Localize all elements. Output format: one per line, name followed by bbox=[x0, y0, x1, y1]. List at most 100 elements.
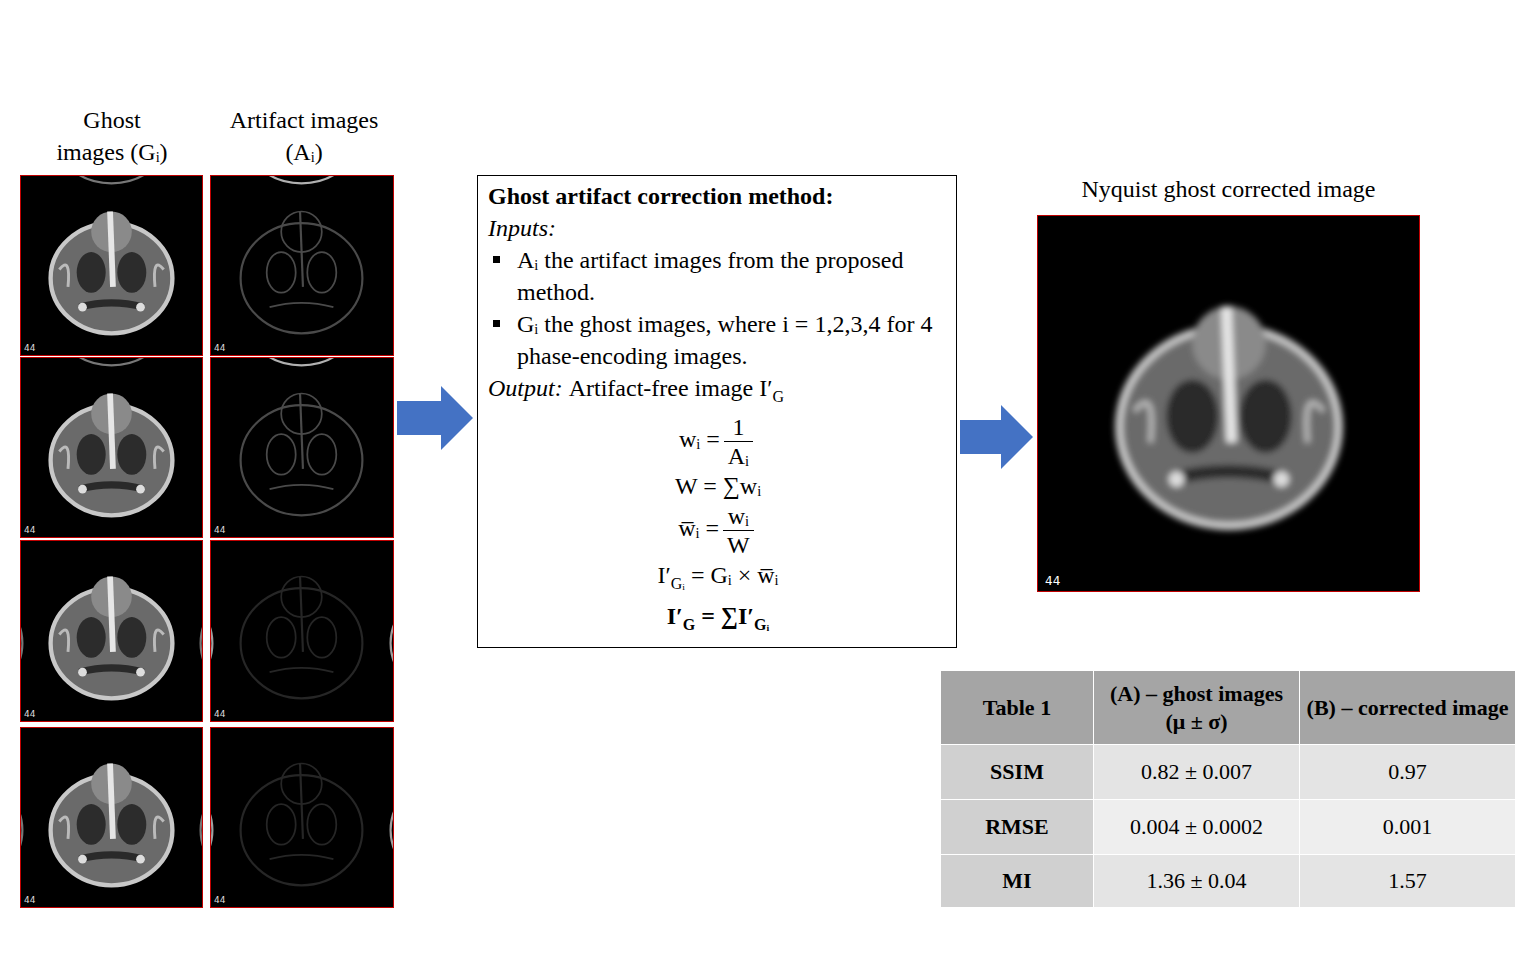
metric-value: 0.004 ± 0.0002 bbox=[1130, 813, 1263, 841]
slice-number: 44 bbox=[24, 343, 35, 353]
artifact-edge bbox=[241, 764, 363, 886]
brain-slice bbox=[51, 394, 173, 516]
brain-slice bbox=[1119, 306, 1339, 526]
formula-line: I′G= ∑I′Gᵢ bbox=[488, 600, 948, 641]
denominator: Aᵢ bbox=[724, 442, 753, 470]
image-title: Nyquist ghost corrected image bbox=[978, 174, 1479, 204]
artifact-image bbox=[210, 175, 394, 356]
artifact-edge bbox=[241, 577, 363, 699]
image-tile: 44 bbox=[210, 175, 394, 356]
method-text: = ∑I′ bbox=[701, 603, 754, 629]
fraction: wᵢW bbox=[723, 502, 754, 559]
artifact-edge bbox=[241, 394, 363, 516]
ghost-image bbox=[20, 540, 203, 722]
slice-number: 44 bbox=[1045, 574, 1060, 588]
artifact-edge bbox=[241, 212, 363, 334]
metric-value: 1.36 ± 0.04 bbox=[1146, 867, 1246, 895]
brain-slice bbox=[51, 764, 173, 886]
image-ground bbox=[210, 357, 394, 538]
text-line: Inputs: bbox=[488, 212, 948, 244]
table-cell: 1.36 ± 0.04 bbox=[1094, 855, 1300, 908]
table-cell: 0.82 ± 0.007 bbox=[1094, 745, 1300, 800]
corrected-image bbox=[1037, 215, 1420, 592]
image-tile: 44 bbox=[20, 540, 203, 722]
slice-number: 44 bbox=[214, 709, 225, 719]
ghost-image bbox=[20, 175, 203, 356]
artifact-image bbox=[210, 540, 394, 722]
method-text: I′ bbox=[667, 603, 683, 629]
metric-name: SSIM bbox=[990, 758, 1044, 786]
table-cell: SSIM bbox=[941, 745, 1094, 800]
bullet-item: Aᵢ the artifact images from the proposed… bbox=[488, 244, 948, 308]
method-text: I′ bbox=[657, 562, 670, 588]
image-tile: 44 bbox=[210, 357, 394, 538]
denominator: W bbox=[723, 531, 754, 559]
text-line: Ghost artifact correction method: bbox=[488, 180, 948, 212]
method-title: Ghost artifact correction method: bbox=[488, 183, 833, 209]
method-text: Aᵢ the artifact images from the proposed… bbox=[517, 247, 903, 305]
table-cell: 1.57 bbox=[1300, 855, 1516, 908]
brain-slice bbox=[51, 577, 173, 699]
image-tile: 44 bbox=[20, 357, 203, 538]
numerator: 1 bbox=[724, 413, 753, 442]
ghost-image bbox=[20, 727, 203, 908]
table-cell: MI bbox=[941, 855, 1094, 908]
metric-value: 0.82 ± 0.007 bbox=[1141, 758, 1252, 786]
formula-line: W = ∑wᵢ bbox=[488, 470, 948, 502]
formula-line: wᵢ =1Aᵢ bbox=[488, 413, 948, 470]
table-cell: RMSE bbox=[941, 800, 1094, 855]
image-tile: 44 bbox=[20, 727, 203, 908]
image-ground bbox=[20, 727, 203, 908]
image-ground bbox=[210, 727, 394, 908]
image-ground bbox=[20, 175, 203, 356]
image-ground bbox=[20, 357, 203, 538]
ghost-copy bbox=[51, 175, 173, 183]
column-header: Artifact images (Aᵢ) bbox=[219, 104, 389, 168]
ghost-copy bbox=[51, 357, 173, 365]
method-text: Output: bbox=[488, 375, 563, 401]
slice-number: 44 bbox=[214, 525, 225, 535]
image-ground bbox=[20, 540, 203, 722]
artifact-edge bbox=[241, 175, 363, 183]
slice-number: 44 bbox=[214, 343, 225, 353]
table-cell: (B) – corrected image bbox=[1300, 671, 1516, 745]
slice-number: 44 bbox=[214, 895, 225, 905]
table-header: (B) – corrected image bbox=[1307, 694, 1509, 722]
method-text: Artifact-free image I′ bbox=[569, 375, 773, 401]
table-cell: 0.004 ± 0.0002 bbox=[1094, 800, 1300, 855]
slice-number: 44 bbox=[24, 525, 35, 535]
metric-name: MI bbox=[1002, 867, 1031, 895]
bullet-square bbox=[493, 320, 500, 327]
table-header: (A) – ghost images (μ ± σ) bbox=[1100, 680, 1293, 736]
table-cell: Table 1 bbox=[941, 671, 1094, 745]
brain-slice bbox=[51, 212, 173, 334]
block-arrow bbox=[397, 386, 473, 450]
metric-value: 0.97 bbox=[1388, 758, 1427, 786]
table-cell: 0.97 bbox=[1300, 745, 1516, 800]
image-tile: 44 bbox=[210, 727, 394, 908]
method-box: Ghost artifact correction method: Inputs:… bbox=[477, 175, 957, 648]
metric-value: 0.001 bbox=[1383, 813, 1433, 841]
subscript: G bbox=[683, 616, 695, 633]
bullet-square bbox=[493, 256, 500, 263]
metric-value: 1.57 bbox=[1388, 867, 1427, 895]
text-line: Output:Artifact-free image I′G bbox=[488, 372, 948, 413]
method-text: = Gᵢ × w̅ᵢ bbox=[691, 562, 779, 588]
method-text: w̅ᵢ = bbox=[678, 515, 719, 541]
table-header: Table 1 bbox=[983, 694, 1051, 722]
formula-line: I′Gᵢ= Gᵢ × w̅ᵢ bbox=[488, 559, 948, 600]
table-cell: (A) – ghost images (μ ± σ) bbox=[1094, 671, 1300, 745]
fraction: 1Aᵢ bbox=[724, 413, 753, 470]
subscript: G bbox=[772, 388, 784, 405]
image-ground bbox=[210, 540, 394, 722]
method-text: Gᵢ the ghost images, where i = 1,2,3,4 f… bbox=[517, 311, 932, 369]
method-text: wᵢ = bbox=[679, 426, 720, 452]
numerator: wᵢ bbox=[723, 502, 754, 531]
artifact-image bbox=[210, 357, 394, 538]
slice-number: 44 bbox=[24, 895, 35, 905]
result-image: Nyquist ghost corrected image44 bbox=[1037, 215, 1420, 592]
artifact-edge bbox=[241, 357, 363, 365]
image-ground bbox=[1037, 215, 1420, 592]
image-tile: 44 bbox=[20, 175, 203, 356]
